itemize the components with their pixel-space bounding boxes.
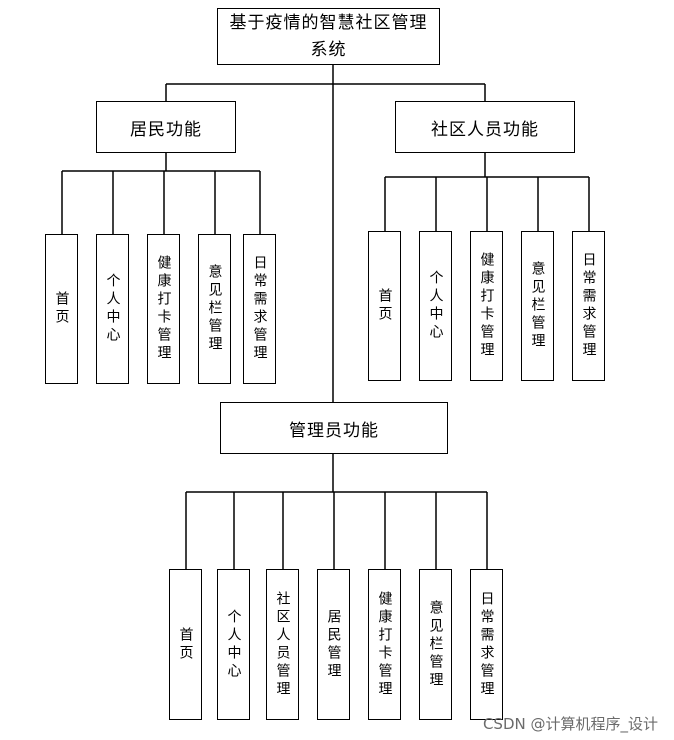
leaf-label: 健康打卡管理: [155, 255, 172, 363]
root-box: 基于疫情的智慧社区管理系统: [217, 8, 440, 65]
admin-title: 管理员功能: [289, 420, 379, 441]
leaf-label: 居民管理: [325, 608, 342, 681]
leaf-label: 意见栏管理: [427, 599, 444, 690]
leaf-label: 日常需求管理: [580, 252, 597, 360]
staff-leaf: 个人中心: [419, 231, 452, 381]
leaf-label: 社区人员管理: [274, 590, 291, 699]
resident-leaf: 健康打卡管理: [147, 234, 180, 384]
leaf-label: 首页: [177, 626, 194, 663]
resident-leaf: 意见栏管理: [198, 234, 231, 384]
admin-leaf: 社区人员管理: [266, 569, 299, 720]
staff-title: 社区人员功能: [431, 119, 539, 140]
leaf-label: 日常需求管理: [478, 590, 495, 699]
staff-box: 社区人员功能: [395, 101, 575, 153]
leaf-label: 健康打卡管理: [376, 590, 393, 699]
admin-leaf: 健康打卡管理: [368, 569, 401, 720]
watermark: CSDN @计算机程序_设计: [482, 715, 658, 733]
admin-leaf: 个人中心: [217, 569, 250, 720]
resident-leaf: 日常需求管理: [243, 234, 276, 384]
resident-title: 居民功能: [130, 119, 202, 140]
leaf-label: 首页: [53, 291, 70, 327]
staff-leaf: 首页: [368, 231, 401, 381]
staff-leaf: 健康打卡管理: [470, 231, 503, 381]
leaf-label: 意见栏管理: [206, 264, 223, 354]
leaf-label: 首页: [376, 288, 393, 324]
root-title: 基于疫情的智慧社区管理系统: [229, 12, 428, 60]
staff-leaf: 意见栏管理: [521, 231, 554, 381]
resident-box: 居民功能: [96, 101, 236, 153]
admin-leaf: 居民管理: [317, 569, 350, 720]
leaf-label: 个人中心: [225, 608, 242, 681]
admin-leaf: 意见栏管理: [419, 569, 452, 720]
admin-box: 管理员功能: [220, 402, 448, 454]
resident-leaf: 个人中心: [96, 234, 129, 384]
leaf-label: 个人中心: [427, 270, 444, 342]
leaf-label: 健康打卡管理: [478, 252, 495, 360]
leaf-label: 个人中心: [104, 273, 121, 345]
resident-leaf: 首页: [45, 234, 78, 384]
staff-leaf: 日常需求管理: [572, 231, 605, 381]
leaf-label: 意见栏管理: [529, 261, 546, 351]
admin-leaf: 日常需求管理: [470, 569, 503, 720]
admin-leaf: 首页: [169, 569, 202, 720]
leaf-label: 日常需求管理: [251, 255, 268, 363]
